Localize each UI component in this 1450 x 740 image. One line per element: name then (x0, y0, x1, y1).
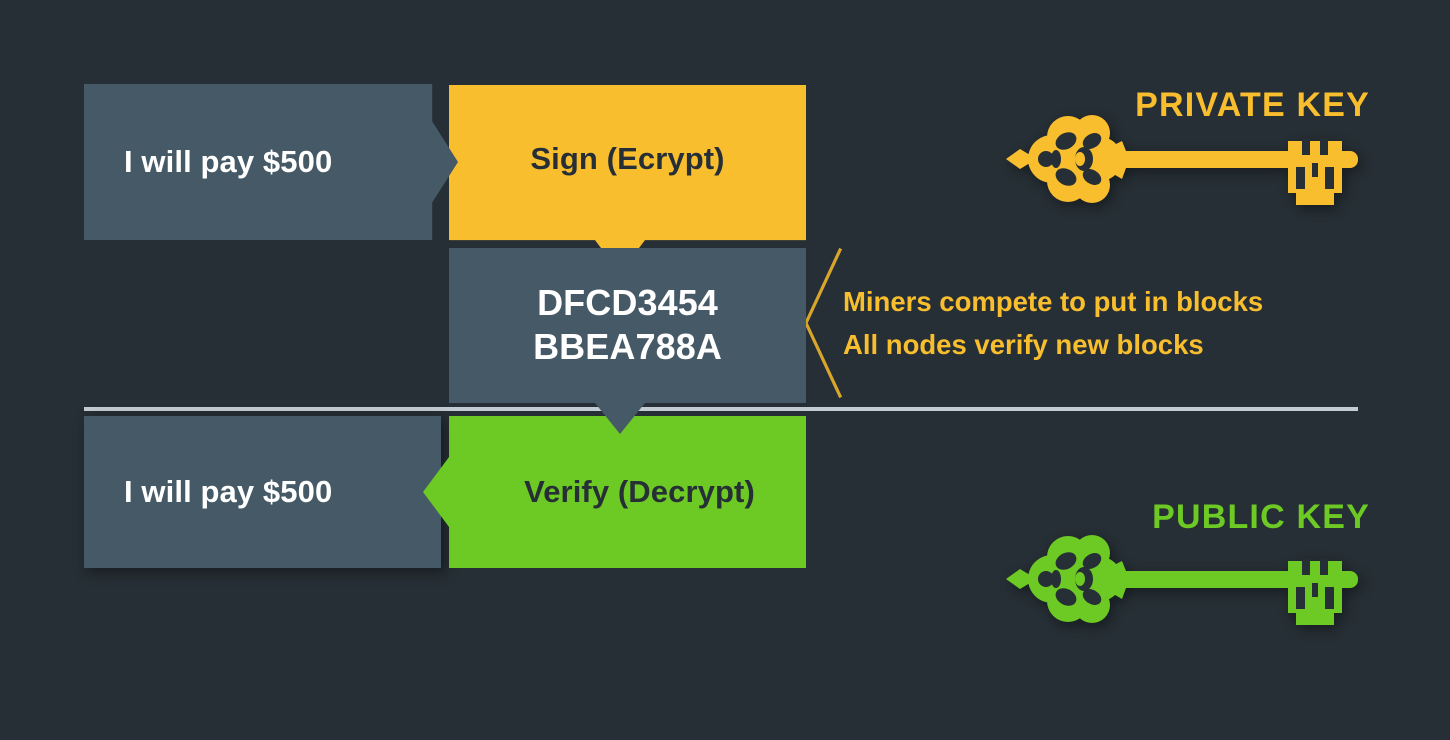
section-divider (84, 407, 1358, 411)
public-key-group: PUBLIC KEY (1000, 498, 1370, 631)
signature-hash-line-2: BBEA788A (533, 326, 722, 367)
private-key-label: PRIVATE KEY (1135, 86, 1370, 124)
angle-left-bracket-icon (804, 247, 843, 399)
plaintext-message-top-label: I will pay $500 (124, 144, 333, 179)
verify-decrypt-block: Verify (Decrypt) (423, 416, 806, 568)
network-note-line-1: Miners compete to put in blocks (843, 286, 1264, 317)
network-note: Miners compete to put in blocks All node… (843, 280, 1263, 367)
network-note-line-2: All nodes verify new blocks (843, 329, 1204, 361)
plaintext-message-top: I will pay $500 (84, 84, 458, 240)
sign-encrypt-label: Sign (Ecrypt) (530, 141, 725, 176)
sign-encrypt-block: Sign (Ecrypt) (449, 85, 806, 273)
plaintext-message-bottom-label: I will pay $500 (124, 474, 333, 509)
signature-hash-line-1: DFCD3454 (537, 282, 718, 324)
private-key-group: PRIVATE KEY (1000, 86, 1370, 211)
skeleton-key-icon (1006, 115, 1358, 205)
public-key-label: PUBLIC KEY (1152, 498, 1370, 536)
plaintext-message-bottom: I will pay $500 (84, 416, 441, 568)
verify-decrypt-label: Verify (Decrypt) (524, 474, 755, 509)
skeleton-key-icon (1006, 535, 1358, 625)
